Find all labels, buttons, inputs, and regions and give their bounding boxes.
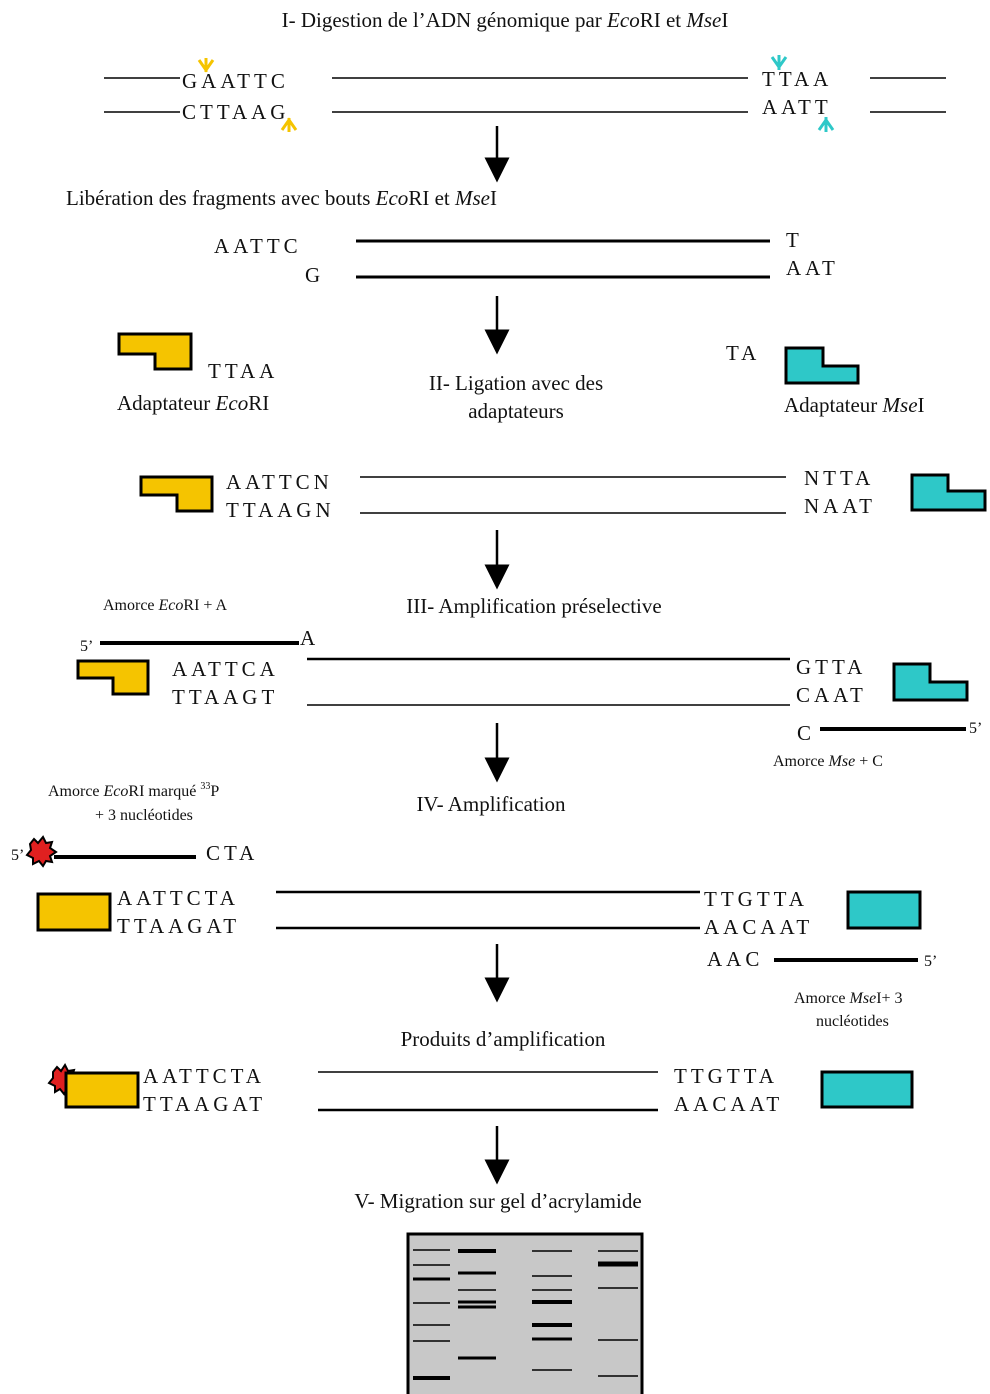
pre-bottom-left: TTAAGT	[172, 685, 278, 709]
ecori-primer-label: Amorce EcoRI + A	[103, 597, 228, 614]
fragment-bottom-right: AAT	[786, 256, 839, 280]
msei-cut-bottom-icon	[817, 117, 835, 132]
ligated-bottom-right: NAAT	[804, 494, 876, 518]
five-prime-left-2: 5’	[11, 847, 24, 864]
pre-top-right: GTTA	[796, 655, 866, 679]
primer-bases-left: CTA	[206, 841, 258, 865]
msei-site-top: TTAA	[762, 67, 832, 91]
step5-title: V- Migration sur gel d’acrylamide	[354, 1189, 641, 1213]
amp-bottom-right: AACAAT	[704, 915, 813, 939]
ligated-top-left: AATTCN	[226, 470, 333, 494]
amplification-product: AATTCTA TTAAGAT TTGTTA AACAAT	[47, 1063, 914, 1116]
msei-adapter-label: Adaptateur MseI	[784, 393, 925, 417]
ecori-site-bottom: CTTAAG	[182, 100, 289, 124]
five-prime-right: 5’	[969, 720, 982, 737]
ligated-top-right: NTTA	[804, 466, 874, 490]
ecori-overhang: TTAA	[208, 359, 278, 383]
labeled-primer-label-1: Amorce EcoRI marqué 33P	[48, 781, 219, 800]
five-prime-right-2: 5’	[924, 953, 937, 970]
pre-bottom-right: CAAT	[796, 683, 867, 707]
step2-title-line2: adaptateurs	[468, 399, 564, 423]
five-prime-left: 5’	[80, 638, 93, 655]
primer-bases-right: AAC	[707, 947, 763, 971]
ecori-cut-bottom-icon	[280, 117, 298, 132]
step3-title: III- Amplification préselective	[406, 594, 661, 618]
genomic-dna: GAATTC CTTAAG TTAA AATT	[104, 55, 946, 132]
ecori-adapter-label: Adaptateur EcoRI	[117, 391, 269, 415]
release-title: Libération des fragments avec bouts EcoR…	[66, 186, 497, 210]
ecori-site-top: GAATTC	[182, 69, 289, 93]
released-fragment: AATTC G T AAT	[214, 228, 839, 287]
step4-title: IV- Amplification	[416, 792, 566, 816]
amp-top-left: AATTCTA	[117, 886, 239, 910]
ecori-cut-top-icon	[197, 58, 215, 73]
primer-base-right: C	[797, 721, 811, 745]
msei-site-bottom: AATT	[762, 95, 832, 119]
msei-adapter: TA Adaptateur MseI	[726, 341, 925, 417]
msei-primer3-label-2: nucléotides	[816, 1013, 889, 1030]
products-title: Produits d’amplification	[401, 1027, 606, 1051]
amp-bottom-left: TTAAGAT	[117, 914, 240, 938]
msei-overhang: TA	[726, 341, 760, 365]
fragment-bottom-left: G	[305, 263, 324, 287]
ecori-adapter: TTAA Adaptateur EcoRI	[117, 332, 278, 415]
acrylamide-gel	[406, 1232, 644, 1394]
msei-cut-top-icon	[770, 55, 788, 70]
product-top-right: TTGTTA	[674, 1064, 778, 1088]
ligated-bottom-left: TTAAGN	[226, 498, 335, 522]
msei-primer-label: Amorce Mse + C	[773, 753, 883, 770]
product-top-left: AATTCTA	[143, 1064, 265, 1088]
primer-base-left: A	[300, 626, 316, 650]
fragment-top-right: T	[786, 228, 803, 252]
step1-title: I- Digestion de l’ADN génomique par EcoR…	[282, 8, 729, 32]
pre-top-left: AATTCA	[172, 657, 279, 681]
labeled-primer-label-2: + 3 nucléotides	[95, 807, 193, 824]
product-bottom-left: TTAAGAT	[143, 1092, 266, 1116]
amp-top-right: TTGTTA	[704, 887, 808, 911]
step2-title-line1: II- Ligation avec des	[429, 371, 603, 395]
product-bottom-right: AACAAT	[674, 1092, 783, 1116]
preselective-fragment: 5’ A AATTCA TTAAGT GTTA CAAT C 5’	[76, 626, 982, 745]
fragment-top-left: AATTC	[214, 234, 302, 258]
radiolabel-icon	[25, 835, 58, 868]
selective-amplification: 5’ CTA AATTCTA TTAAGAT TTGTTA AACAAT AAC…	[11, 835, 937, 971]
ligated-fragment: AATTCN TTAAGN NTTA NAAT	[139, 466, 987, 522]
msei-primer3-label-1: Amorce MseI+ 3	[794, 990, 903, 1007]
